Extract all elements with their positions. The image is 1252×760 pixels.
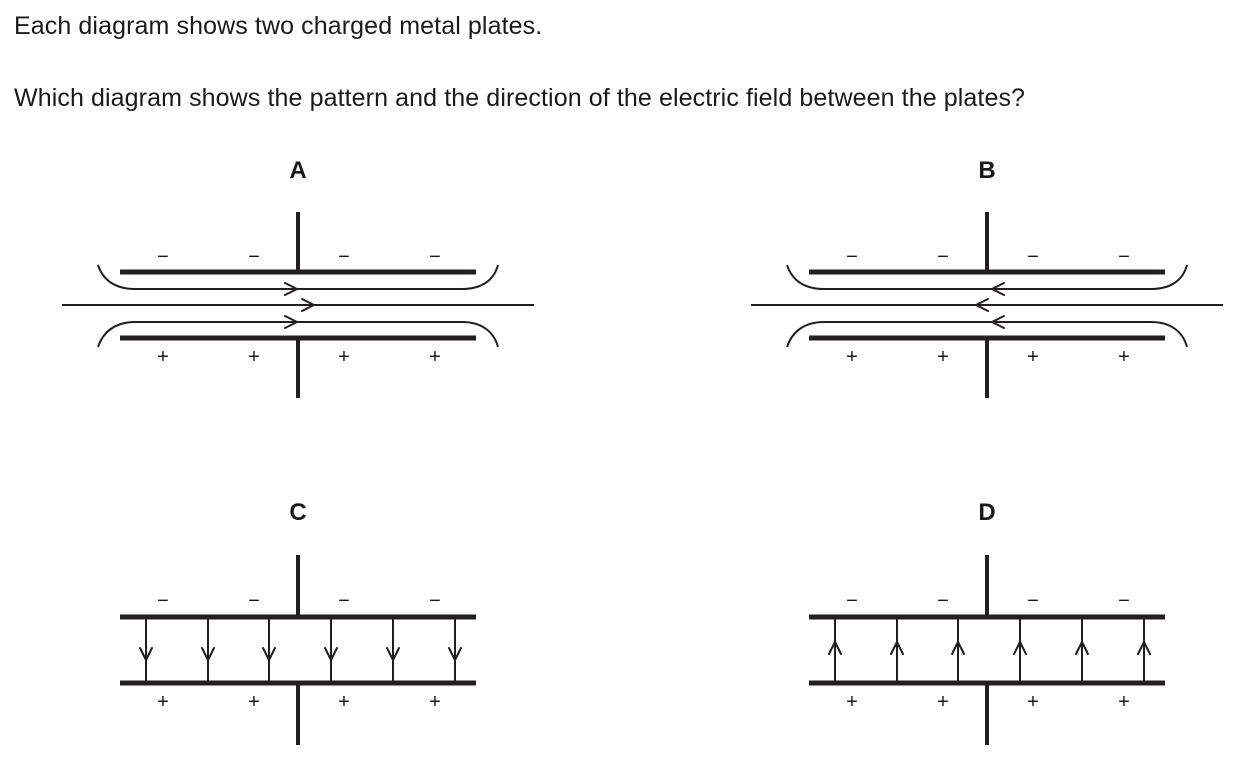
diagram-c-negative-sign: − (248, 590, 260, 612)
diagram-a-negative-sign: − (429, 246, 441, 268)
diagram-d-arrow-icon (1137, 641, 1151, 655)
question-line-2: Which diagram shows the pattern and the … (14, 84, 1026, 112)
diagram-c-label: C (289, 499, 306, 526)
diagram-a-negative-sign: − (248, 246, 260, 268)
diagram-b-arrow-icon (991, 315, 1005, 329)
diagram-a-arrow-icon (284, 315, 298, 329)
diagram-b-positive-sign: + (846, 346, 858, 368)
diagram-d-arrow-icon (828, 641, 842, 655)
diagram-b-arrow-icon (991, 282, 1005, 296)
diagram-b: B − − − − + + + + (751, 157, 1223, 398)
diagram-c-positive-sign: + (338, 691, 350, 713)
diagram-a-field-line (97, 264, 499, 290)
diagram-a-arrow-icon (284, 282, 298, 296)
diagram-b-field-line (786, 264, 1188, 290)
diagram-c-negative-sign: − (157, 590, 169, 612)
diagram-d-arrow-icon (951, 641, 965, 655)
diagram-c-arrow-icon (139, 647, 153, 661)
diagram-d: D − − − − + + + + (809, 499, 1165, 745)
diagram-d-positive-sign: + (1027, 691, 1039, 713)
diagram-d-arrow-icon (1013, 641, 1027, 655)
diagram-c-positive-sign: + (248, 691, 260, 713)
diagram-b-positive-sign: + (1118, 346, 1130, 368)
diagram-c-arrow-icon (324, 647, 338, 661)
diagram-c-arrow-icon (448, 647, 462, 661)
diagram-b-positive-sign: + (937, 346, 949, 368)
diagram-d-arrow-icon (1075, 641, 1089, 655)
diagram-d-positive-sign: + (1118, 691, 1130, 713)
diagram-c: C − − − − + + + + (120, 499, 476, 745)
diagram-a-positive-sign: + (157, 346, 169, 368)
diagram-d-label: D (978, 499, 995, 526)
diagram-d-positive-sign: + (846, 691, 858, 713)
diagram-c-negative-sign: − (429, 590, 441, 612)
diagram-a: A − − − − + + + + (62, 157, 534, 398)
diagram-b-negative-sign: − (937, 246, 949, 268)
diagram-b-field-line (786, 321, 1188, 348)
diagram-a-negative-sign: − (157, 246, 169, 268)
diagram-c-negative-sign: − (338, 590, 350, 612)
diagram-a-positive-sign: + (338, 346, 350, 368)
diagram-b-positive-sign: + (1027, 346, 1039, 368)
diagram-c-arrow-icon (201, 647, 215, 661)
diagram-b-arrow-icon (975, 298, 989, 312)
diagram-a-label: A (289, 157, 306, 184)
diagram-b-negative-sign: − (846, 246, 858, 268)
diagram-d-positive-sign: + (937, 691, 949, 713)
diagram-b-negative-sign: − (1027, 246, 1039, 268)
diagram-d-arrow-icon (890, 641, 904, 655)
diagram-a-positive-sign: + (429, 346, 441, 368)
diagram-c-positive-sign: + (429, 691, 441, 713)
diagram-d-negative-sign: − (1027, 590, 1039, 612)
diagram-a-positive-sign: + (248, 346, 260, 368)
diagram-c-arrow-icon (262, 647, 276, 661)
diagram-d-negative-sign: − (937, 590, 949, 612)
diagram-c-positive-sign: + (157, 691, 169, 713)
question-line-1: Each diagram shows two charged metal pla… (14, 12, 543, 40)
diagram-b-label: B (978, 157, 995, 184)
diagram-a-field-line (97, 321, 499, 348)
diagram-c-arrow-icon (386, 647, 400, 661)
diagram-d-negative-sign: − (846, 590, 858, 612)
diagram-d-negative-sign: − (1118, 590, 1130, 612)
diagram-a-arrow-icon (301, 298, 315, 312)
diagram-a-negative-sign: − (338, 246, 350, 268)
diagram-b-negative-sign: − (1118, 246, 1130, 268)
